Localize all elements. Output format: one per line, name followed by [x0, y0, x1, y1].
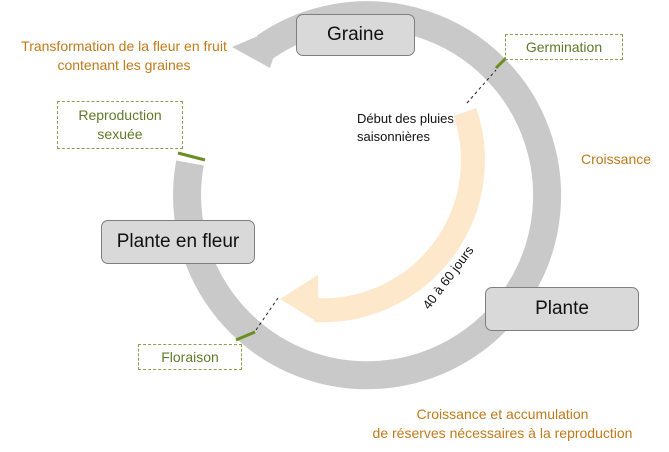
stage-graine: Graine: [296, 14, 415, 56]
stage-graine-label: Graine: [326, 24, 385, 45]
note-accumulation: Croissance et accumulation de réserves n…: [350, 405, 655, 444]
note-accumulation-line2: de réserves nécessaires à la reproductio…: [372, 425, 633, 442]
floraison-leader: [255, 297, 279, 331]
stage-plante-en-fleur-label: Plante en fleur: [116, 231, 240, 252]
reproduction-tick: [177, 151, 206, 162]
germination-leader: [466, 69, 497, 104]
note-debut-pluies-line1: Début des pluies: [357, 111, 454, 126]
event-germination-label: Germination: [525, 38, 603, 55]
stage-plante-label: Plante: [535, 298, 589, 319]
note-transformation-line1: Transformation de la fleur en fruit: [21, 38, 227, 54]
event-germination: Germination: [505, 34, 623, 60]
rainy-season-arc: [314, 108, 485, 323]
event-reproduction-line1: Reproduction: [78, 107, 162, 124]
cycle-arrowhead: [232, 25, 284, 68]
note-croissance: Croissance: [573, 150, 659, 169]
floraison-tick: [235, 330, 256, 342]
event-floraison: Floraison: [138, 344, 242, 370]
stage-plante-en-fleur: Plante en fleur: [101, 220, 255, 264]
stage-plante: Plante: [485, 287, 639, 331]
event-floraison-label: Floraison: [161, 348, 219, 365]
note-debut-pluies-line2: saisonnières: [357, 129, 430, 145]
note-accumulation-line1: Croissance et accumulation: [416, 406, 589, 422]
note-transformation: Transformation de la fleur en fruit cont…: [0, 37, 248, 76]
rainy-season-arrowhead: [280, 275, 319, 323]
note-debut-pluies: Début des pluies saisonnières: [357, 110, 477, 146]
event-reproduction: Reproduction sexuée: [57, 101, 183, 149]
note-transformation-line2: contenant les graines: [57, 57, 191, 74]
note-croissance-label: Croissance: [580, 151, 652, 167]
event-reproduction-line2: sexuée: [97, 126, 143, 142]
